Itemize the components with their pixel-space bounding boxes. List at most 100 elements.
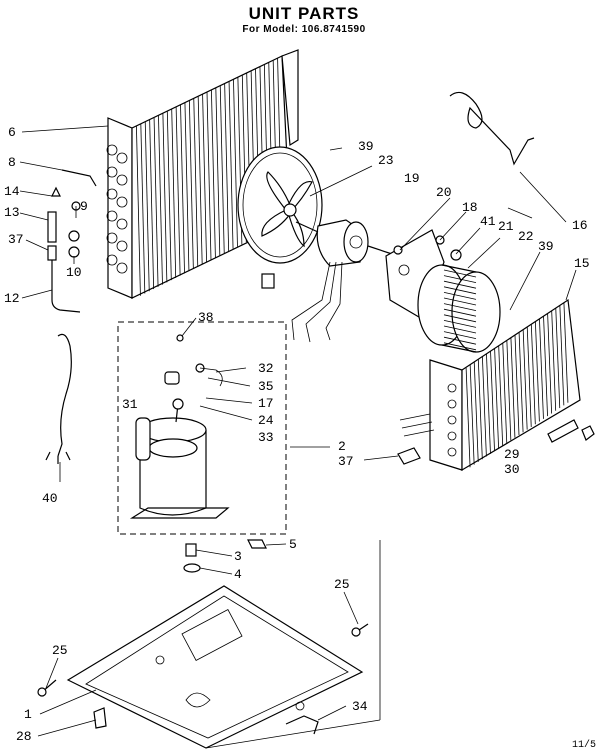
coil-fin [555, 308, 561, 409]
callout-29: 29 [504, 447, 520, 462]
coil-fin [219, 85, 225, 254]
callout-30: 30 [504, 462, 520, 477]
callout-19: 19 [404, 171, 420, 186]
coil-fin [166, 111, 172, 281]
callout-9: 9 [80, 199, 88, 214]
return-bends [106, 144, 128, 274]
compressor [129, 334, 230, 519]
coil-fin [469, 364, 475, 465]
callout-13: 13 [4, 205, 20, 220]
compressor-group-outline [117, 321, 287, 535]
callout-28: 28 [16, 729, 32, 744]
coil-fin [539, 318, 544, 419]
coil-fin [510, 337, 516, 438]
blower-blade [443, 342, 477, 351]
callout-17: 17 [258, 396, 274, 411]
coil-fin [563, 302, 569, 403]
coil-fin [171, 108, 177, 278]
blower-blade [443, 297, 477, 306]
coil-fin [153, 117, 159, 287]
diagram-title: UNIT PARTS [248, 4, 360, 23]
coil-fin [197, 96, 203, 265]
fasteners [37, 447, 421, 735]
coil-fin [518, 332, 524, 433]
blower-blade [443, 314, 477, 323]
coil-fin [149, 119, 155, 290]
callout-31: 31 [122, 397, 138, 412]
callout-4: 4 [234, 567, 242, 582]
model-number: For Model: 106.8741590 [242, 24, 366, 35]
coil-fin [158, 115, 163, 285]
blower-blade [443, 325, 477, 334]
blower-blade [443, 269, 477, 278]
callout-16: 16 [572, 218, 588, 233]
coil-fin [228, 81, 234, 249]
callout-32: 32 [258, 361, 274, 376]
coil-fin [514, 334, 520, 436]
coil-fin [486, 353, 491, 454]
callout-21: 21 [498, 219, 514, 234]
callout-37-left: 37 [8, 232, 24, 247]
coil-fin [547, 313, 553, 414]
callout-37-right: 37 [338, 454, 354, 469]
coil-fin [175, 106, 181, 276]
coil-fin [502, 343, 508, 444]
callout-23: 23 [378, 153, 394, 168]
coil-fin [162, 113, 168, 283]
mounting-clip [449, 91, 535, 166]
coil-fin [215, 87, 221, 256]
coil-fin [202, 94, 207, 263]
wire-harness [45, 333, 72, 464]
callout-12: 12 [4, 291, 20, 306]
coil-fin [559, 305, 565, 406]
small-parts-left [47, 169, 97, 313]
blower-blade [443, 286, 477, 295]
callout-25-right: 25 [334, 577, 350, 592]
isolation-mount [183, 539, 267, 573]
callout-40: 40 [42, 491, 58, 506]
callout-35: 35 [258, 379, 274, 394]
coil-fin [506, 340, 512, 441]
coil-fin [188, 100, 194, 269]
callout-33: 33 [258, 430, 274, 445]
coil-fin [193, 98, 199, 267]
blower-blade [443, 303, 477, 311]
drawing-code: 11/5 [571, 740, 596, 751]
callout-1: 1 [24, 707, 32, 722]
leader-lines [19, 125, 577, 749]
coil-fin [551, 310, 557, 411]
blower-blade [443, 320, 477, 328]
coil-fin [534, 321, 540, 422]
condenser-bends [447, 383, 457, 457]
condenser-coil [399, 298, 595, 472]
coil-fin [473, 361, 479, 462]
coil-fin [465, 367, 471, 468]
coil-fin [494, 348, 500, 449]
coil-fin [498, 345, 504, 446]
blower-blade [443, 292, 477, 300]
callout-14: 14 [4, 184, 20, 199]
fan-motor [261, 219, 393, 343]
coil-fin [211, 89, 216, 258]
coil-fin [224, 83, 230, 252]
callout-6: 6 [8, 125, 16, 140]
coil-fin [481, 356, 487, 457]
blower-blade [443, 280, 477, 289]
coil-fin [526, 326, 532, 427]
coil-fin [522, 329, 528, 430]
callout-20: 20 [436, 185, 452, 200]
coil-fin [140, 123, 146, 294]
blower-wheel [417, 264, 501, 353]
fan-wheel [237, 146, 323, 264]
coil-fin [180, 104, 185, 274]
blower-blade [443, 308, 477, 317]
coil-fin [184, 102, 190, 272]
base-pan [66, 585, 364, 749]
coil-fin [136, 125, 141, 296]
callout-34: 34 [352, 699, 368, 714]
callout-41: 41 [480, 214, 496, 229]
callout-3: 3 [234, 549, 242, 564]
coil-fin [530, 324, 536, 425]
callout-15: 15 [574, 256, 590, 271]
